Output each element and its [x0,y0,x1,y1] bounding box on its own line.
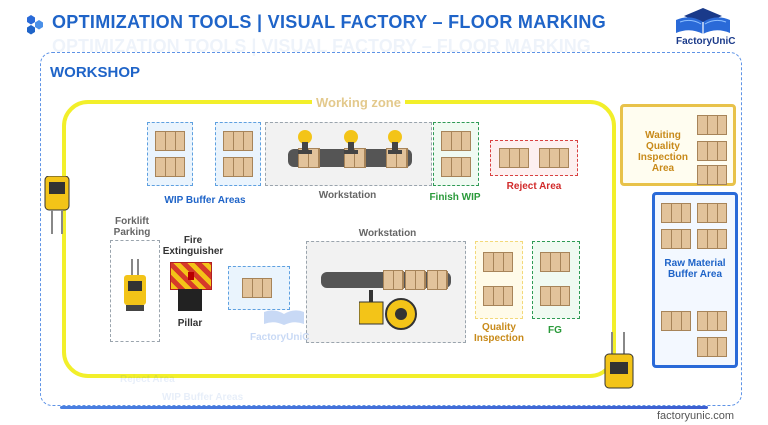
workstation-top-label: Workstation [318,190,377,201]
watermark-wip-buffer: WIP Buffer Areas [162,392,244,403]
wip-buffer-area-1 [147,122,193,186]
waiting-quality-label: Waiting Quality Inspection Area [637,130,688,174]
waiting-quality-area [620,104,736,186]
workstation-top [265,122,432,186]
raw-material-area [652,192,738,368]
brand-name: FactoryUniC [676,36,736,47]
quality-inspection-area [475,241,523,319]
wip-buffer-area-2 [215,122,261,186]
forklift-moving-bottom-icon [602,332,636,397]
quality-inspection-label: Quality Inspection [473,322,524,344]
fg-area [532,241,580,319]
finish-wip-area [433,122,479,186]
fg-label: FG [548,325,562,336]
pillar-icon [178,289,202,311]
footer-url: factoryunic.com [657,410,735,422]
forklift-parked-icon [121,259,149,320]
brand-hex-icon [24,14,46,36]
wip-buffer-label: WIP Buffer Areas [164,195,246,206]
forklift-parking-area [110,240,160,342]
workstation-bottom-label: Workstation [358,228,417,239]
fire-extinguisher-label: Fire Extinguisher [162,235,224,257]
forklift-parking-label: Forklift Parking [113,216,151,238]
reject-area [490,140,578,176]
footer-divider [60,406,708,409]
working-zone-label: Working zone [312,95,405,110]
forklift-moving-left-icon [42,175,72,241]
watermark-logo-icon [262,306,306,331]
workstation-bottom [306,241,466,343]
machine-gear-icon [358,288,421,337]
page-title: OPTIMIZATION TOOLS | VISUAL FACTORY – FL… [52,12,607,32]
buffer-area-small [228,266,290,310]
workshop-label: WORKSHOP [50,64,140,81]
finish-wip-label: Finish WIP [429,192,481,203]
robot-arm-3-icon [384,129,406,155]
robot-arm-2-icon [340,129,362,155]
reject-area-label: Reject Area [506,181,562,192]
robot-arm-1-icon [294,129,316,155]
pillar-label: Pillar [177,318,203,329]
fire-extinguisher-icon [170,262,212,290]
workshop-frame [40,52,742,406]
brand-book-logo-icon [672,6,734,36]
page-title-reflection: OPTIMIZATION TOOLS | VISUAL FACTORY – FL… [52,36,591,56]
watermark-brand: FactoryUniC [250,332,310,343]
watermark-reject-area: Reject Area [120,374,175,385]
raw-material-label: Raw Material Buffer Area [664,258,726,280]
